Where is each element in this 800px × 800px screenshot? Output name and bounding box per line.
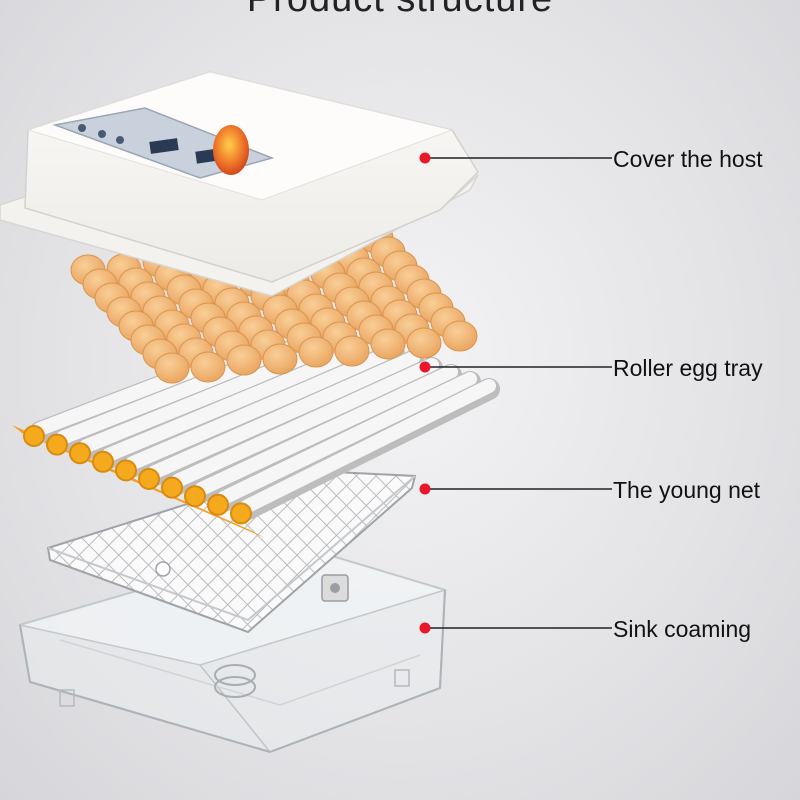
egg-spacer: [263, 344, 297, 374]
egg-spacer: [155, 353, 189, 383]
egg-spacer: [443, 321, 477, 351]
roller-gear-cap: [231, 503, 251, 523]
callout-net: [420, 484, 613, 495]
roller-gear-cap: [70, 443, 90, 463]
callout-label-roller: Roller egg tray: [613, 355, 763, 382]
roller-gear-cap: [47, 435, 67, 455]
egg-spacer: [299, 337, 333, 367]
egg-spacer: [227, 345, 261, 375]
callout-label-sink: Sink coaming: [613, 616, 751, 643]
egg-spacer: [191, 352, 225, 382]
callout-marker-dot: [420, 153, 431, 164]
roller-gear-cap: [93, 452, 113, 472]
callout-marker-dot: [420, 362, 431, 373]
callout-label-cover: Cover the host: [613, 146, 763, 173]
callout-marker-dot: [420, 484, 431, 495]
callout-sink: [420, 623, 613, 634]
roller-gear-cap: [116, 460, 136, 480]
roller-gear-cap: [208, 495, 228, 515]
egg-spacer: [335, 336, 369, 366]
egg-spacer: [407, 328, 441, 358]
egg-spacer: [371, 329, 405, 359]
roller-gear-cap: [162, 478, 182, 498]
callout-marker-dot: [420, 623, 431, 634]
roller-gear-cap: [24, 426, 44, 446]
callout-label-net: The young net: [613, 477, 760, 504]
roller-gear-cap: [139, 469, 159, 489]
roller-gear-cap: [185, 486, 205, 506]
